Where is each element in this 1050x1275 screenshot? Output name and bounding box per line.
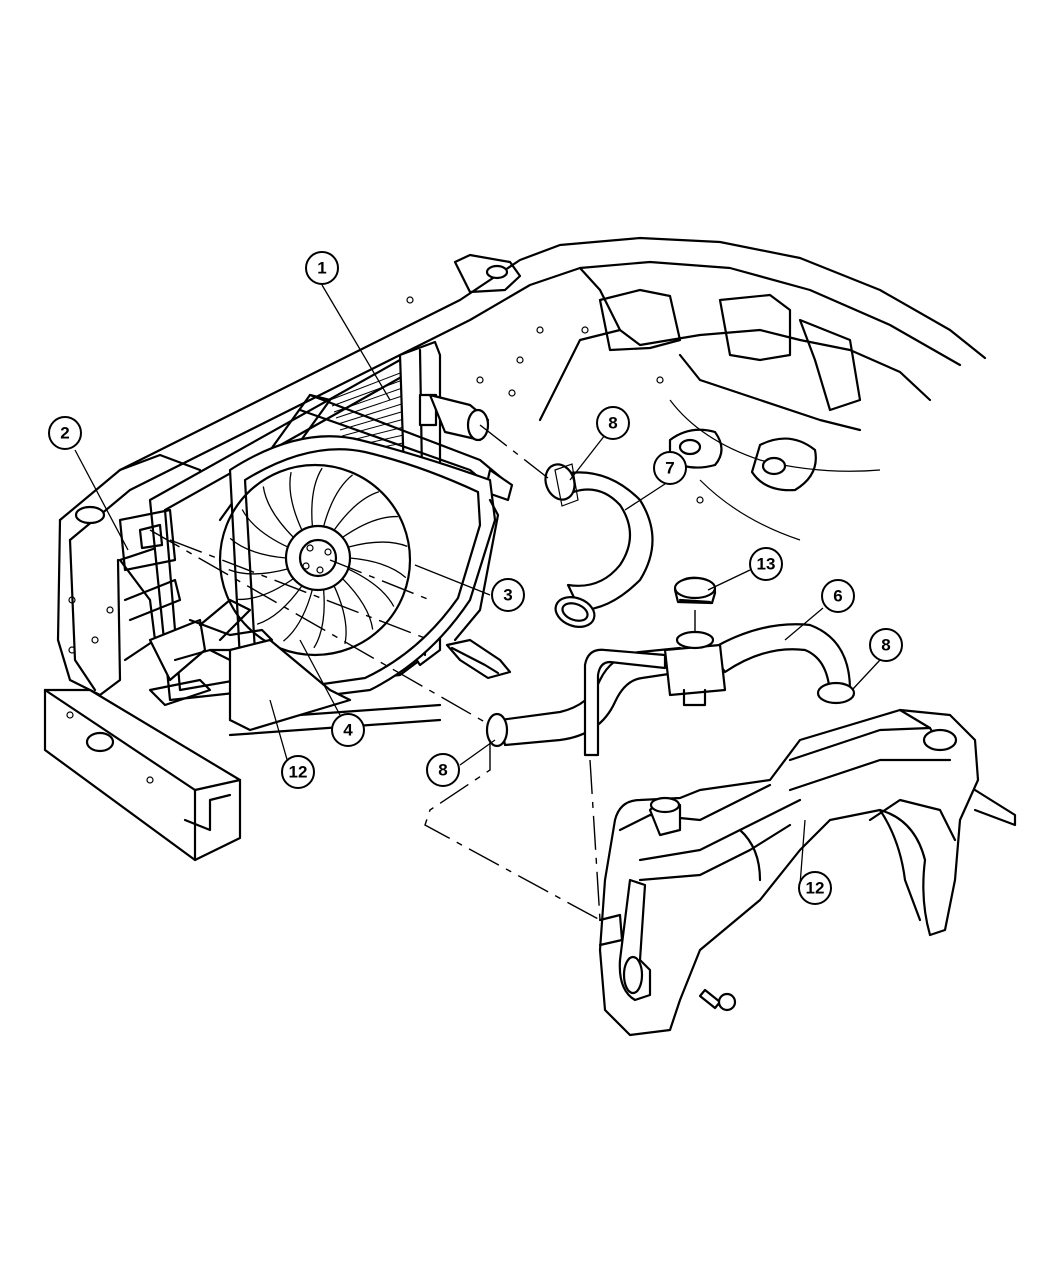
callout-2: 2	[48, 416, 82, 450]
callout-6: 6	[821, 579, 855, 613]
assembly-dashed-lines	[149, 424, 696, 921]
fan-blade	[262, 486, 294, 538]
fan-blade	[349, 557, 407, 579]
fan-blade	[342, 578, 374, 630]
callout-12-right: 12	[798, 871, 832, 905]
fan-blade	[228, 568, 289, 575]
fan-blade	[311, 467, 323, 527]
svg-text:3: 3	[503, 586, 512, 605]
pressure-cap	[673, 576, 717, 605]
callout-7: 7	[653, 451, 687, 485]
svg-text:8: 8	[438, 761, 447, 780]
svg-text:12: 12	[806, 879, 825, 898]
fan-blade	[333, 585, 347, 645]
callout-12-left: 12	[281, 755, 315, 789]
callout-4: 4	[331, 713, 365, 747]
upper-radiator-hose	[544, 463, 654, 628]
callout-8-upper: 8	[596, 406, 630, 440]
lower-brackets	[118, 508, 352, 732]
svg-text:8: 8	[881, 636, 890, 655]
callout-8-lower: 8	[426, 753, 460, 787]
svg-text:8: 8	[608, 414, 617, 433]
svg-text:4: 4	[343, 721, 353, 740]
fan-blade	[313, 589, 325, 649]
fan-blade	[289, 471, 303, 531]
body-frame-outline	[58, 236, 987, 542]
callout-3: 3	[491, 578, 525, 612]
fan-blade	[347, 568, 395, 607]
fan-blade	[282, 589, 314, 642]
cooling-fan	[218, 463, 412, 657]
coolant-reservoir	[598, 708, 1017, 1037]
svg-text:7: 7	[665, 459, 674, 478]
fan-blade	[322, 474, 354, 527]
fan-blade	[342, 515, 398, 538]
fan-blade	[347, 541, 408, 548]
hose-clamp	[445, 638, 512, 680]
svg-text:6: 6	[833, 587, 842, 606]
svg-text:1: 1	[317, 259, 326, 278]
callout-8-right: 8	[869, 628, 903, 662]
svg-text:13: 13	[757, 555, 776, 574]
fan-blade	[256, 585, 303, 625]
fan-blade	[241, 509, 289, 548]
fan-blade	[333, 491, 380, 531]
callout-1: 1	[305, 251, 339, 285]
fan-shroud	[228, 435, 500, 702]
front-frame-rail	[43, 453, 442, 862]
lower-radiator-hose	[485, 623, 856, 757]
svg-text:2: 2	[60, 424, 69, 443]
callout-leaders	[74, 284, 881, 886]
callout-13: 13	[749, 547, 783, 581]
svg-text:12: 12	[289, 763, 308, 782]
fan-blade	[229, 537, 287, 559]
